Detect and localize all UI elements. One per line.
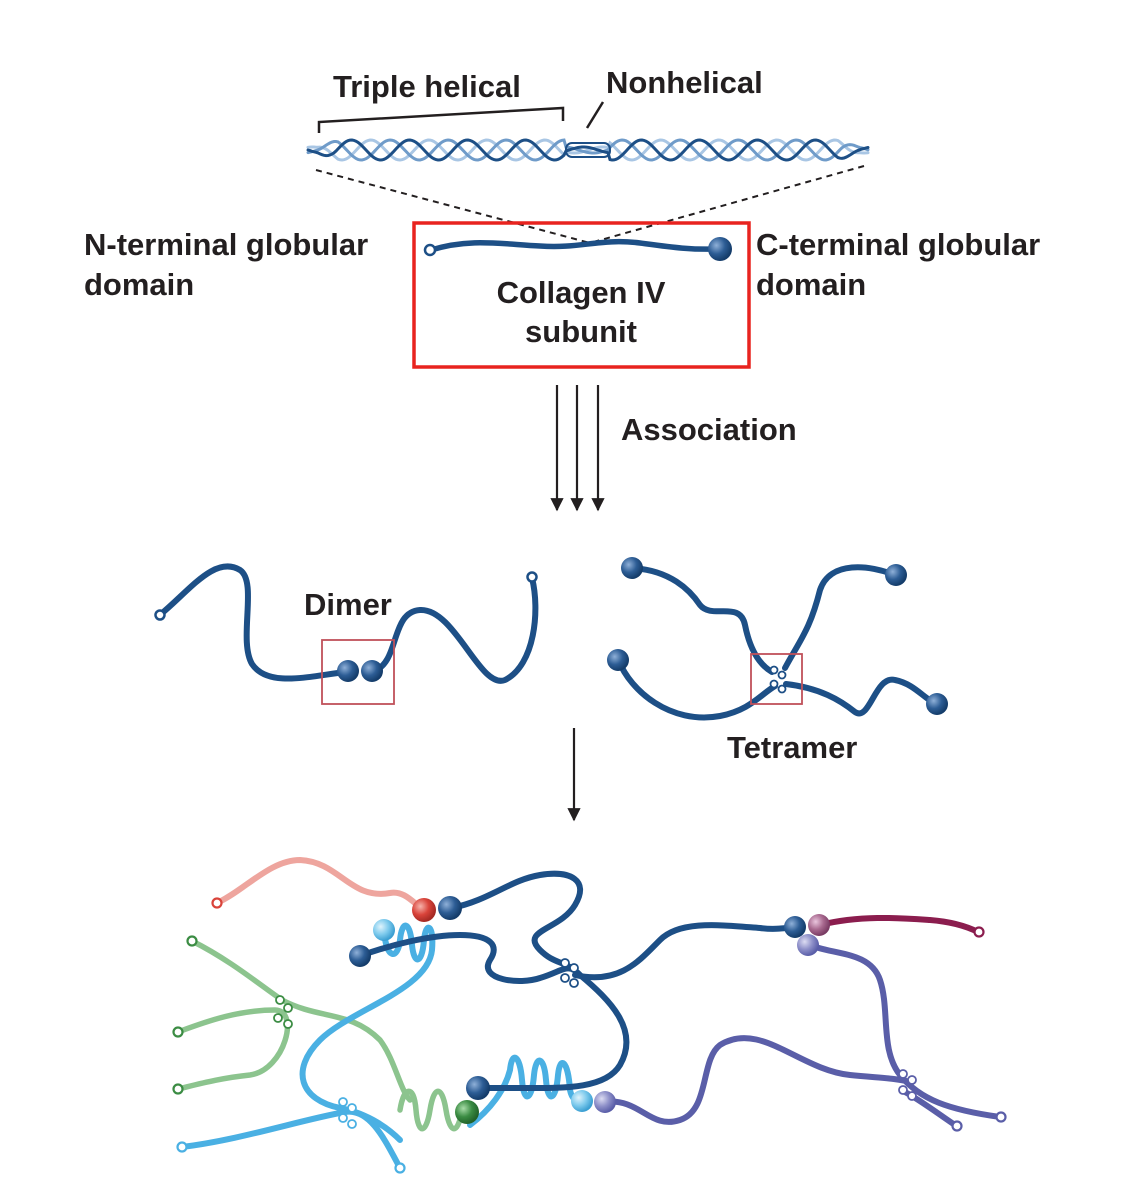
- tetramer-strand-1: [629, 565, 775, 675]
- globular-domain-icon: [412, 898, 436, 922]
- network-end-purple: [951, 1120, 963, 1132]
- n-terminal-label-line2: domain: [84, 267, 194, 302]
- network-strand-darkblue-2: [357, 932, 578, 984]
- network-node-lightblue: [338, 1113, 348, 1123]
- tetramer-node: [777, 684, 787, 694]
- globular-domain-icon: [926, 693, 948, 715]
- network-end-pink: [211, 897, 223, 909]
- globular-domain-icon: [571, 1090, 593, 1112]
- nonhelical-region: [565, 142, 611, 158]
- network-node-darkblue: [560, 973, 570, 983]
- network-node-lightblue: [347, 1103, 357, 1113]
- network-strand-green-1: [189, 938, 413, 1103]
- globular-domain-icon: [594, 1091, 616, 1113]
- subunit-label-line2: subunit: [525, 314, 637, 349]
- globular-domain-icon: [337, 660, 359, 682]
- dimer-label: Dimer: [304, 587, 392, 622]
- network-node-darkblue: [569, 963, 579, 973]
- network-strand-lightblue-3: [467, 1054, 583, 1128]
- network-strand-lightblue-1: [299, 922, 436, 1143]
- c-terminal-label-line2: domain: [756, 267, 866, 302]
- triple-helix-icon: [306, 138, 870, 162]
- globular-domain-icon: [607, 649, 629, 671]
- globular-domain-icon: [784, 916, 806, 938]
- collagen-network: [172, 857, 1007, 1174]
- network-node-purple: [898, 1069, 908, 1079]
- globular-domain-icon: [708, 237, 732, 261]
- dimer-n-end-left: [154, 609, 166, 621]
- network-strand-maroon: [817, 914, 981, 935]
- network-end-maroon: [973, 926, 985, 938]
- tetramer-panel: Tetramer: [607, 557, 948, 765]
- network-node-green: [273, 1013, 283, 1023]
- network-strand-purple-2: [805, 941, 1003, 1120]
- network-node-darkblue: [560, 958, 570, 968]
- globular-domain-icon: [349, 945, 371, 967]
- triple-helical-label: Triple helical: [333, 69, 521, 104]
- globular-domain-icon: [797, 934, 819, 956]
- dimer-panel: Dimer: [154, 563, 539, 705]
- network-node-green: [283, 1003, 293, 1013]
- network-end-lightblue: [394, 1162, 406, 1174]
- dimer-strand-right: [371, 575, 539, 684]
- network-strand-pink: [214, 857, 427, 913]
- dimer-highlight-box: [321, 639, 395, 705]
- tetramer-node: [769, 679, 779, 689]
- tetramer-strand-2: [782, 564, 898, 671]
- triple-helical-bracket: [317, 106, 565, 133]
- network-strand-lightblue-2: [179, 1108, 403, 1171]
- globular-domain-icon: [808, 914, 830, 936]
- helix-strand: [306, 138, 870, 162]
- zoom-line-left: [315, 169, 591, 244]
- network-node-purple: [907, 1075, 917, 1085]
- tetramer-label: Tetramer: [727, 730, 857, 765]
- association-label: Association: [621, 412, 797, 447]
- globular-domain-icon: [361, 660, 383, 682]
- tetramer-strand-3: [616, 658, 778, 721]
- globular-domain-icon: [455, 1100, 479, 1124]
- tetramer-highlight-box: [750, 653, 803, 705]
- zoom-line-right: [589, 165, 865, 244]
- globular-domain-icon: [438, 896, 462, 920]
- network-strand-green-2: [175, 1007, 291, 1092]
- network-end-green: [172, 1083, 184, 1095]
- globular-domain-icon: [466, 1076, 490, 1100]
- network-node-green: [283, 1019, 293, 1029]
- association-arrows: Association: [550, 385, 797, 512]
- helix-strand: [306, 138, 870, 162]
- helix-strand: [306, 138, 870, 162]
- subunit-panel: Collagen IV subunit N-terminal globular …: [84, 221, 1040, 369]
- network-node-purple: [898, 1085, 908, 1095]
- network-strand-purple-1: [603, 1035, 913, 1125]
- network-strand-darkblue-3: [572, 922, 798, 981]
- globular-domain-icon: [373, 919, 395, 941]
- triple-helix-detail: Triple helical Nonhelical: [306, 65, 870, 244]
- tetramer-node: [777, 670, 787, 680]
- network-node-lightblue: [347, 1119, 357, 1129]
- subunit-strand: [428, 238, 721, 253]
- network-node-green: [275, 995, 285, 1005]
- globular-domain-icon: [885, 564, 907, 586]
- subunit-label-line1: Collagen IV: [497, 275, 666, 310]
- network-end-purple: [995, 1111, 1007, 1123]
- nonhelical-pointer: [585, 101, 605, 129]
- network-node-darkblue: [569, 978, 579, 988]
- tetramer-strand-4: [783, 676, 940, 717]
- network-end-green: [186, 935, 198, 947]
- n-terminal-end-icon: [423, 243, 437, 257]
- c-terminal-label-line1: C-terminal globular: [756, 227, 1040, 262]
- network-strand-green-coil: [397, 1088, 465, 1132]
- network-node-purple: [907, 1091, 917, 1101]
- subunit-red-box: [412, 221, 751, 369]
- nonhelical-label: Nonhelical: [606, 65, 763, 100]
- dimer-n-end-right: [526, 571, 538, 583]
- network-node-lightblue: [338, 1097, 348, 1107]
- network-end-green: [172, 1026, 184, 1038]
- n-terminal-label-line1: N-terminal globular: [84, 227, 368, 262]
- globular-domain-icon: [621, 557, 643, 579]
- network-end-lightblue: [176, 1141, 188, 1153]
- tetramer-node: [769, 665, 779, 675]
- dimer-strand-left: [158, 563, 349, 682]
